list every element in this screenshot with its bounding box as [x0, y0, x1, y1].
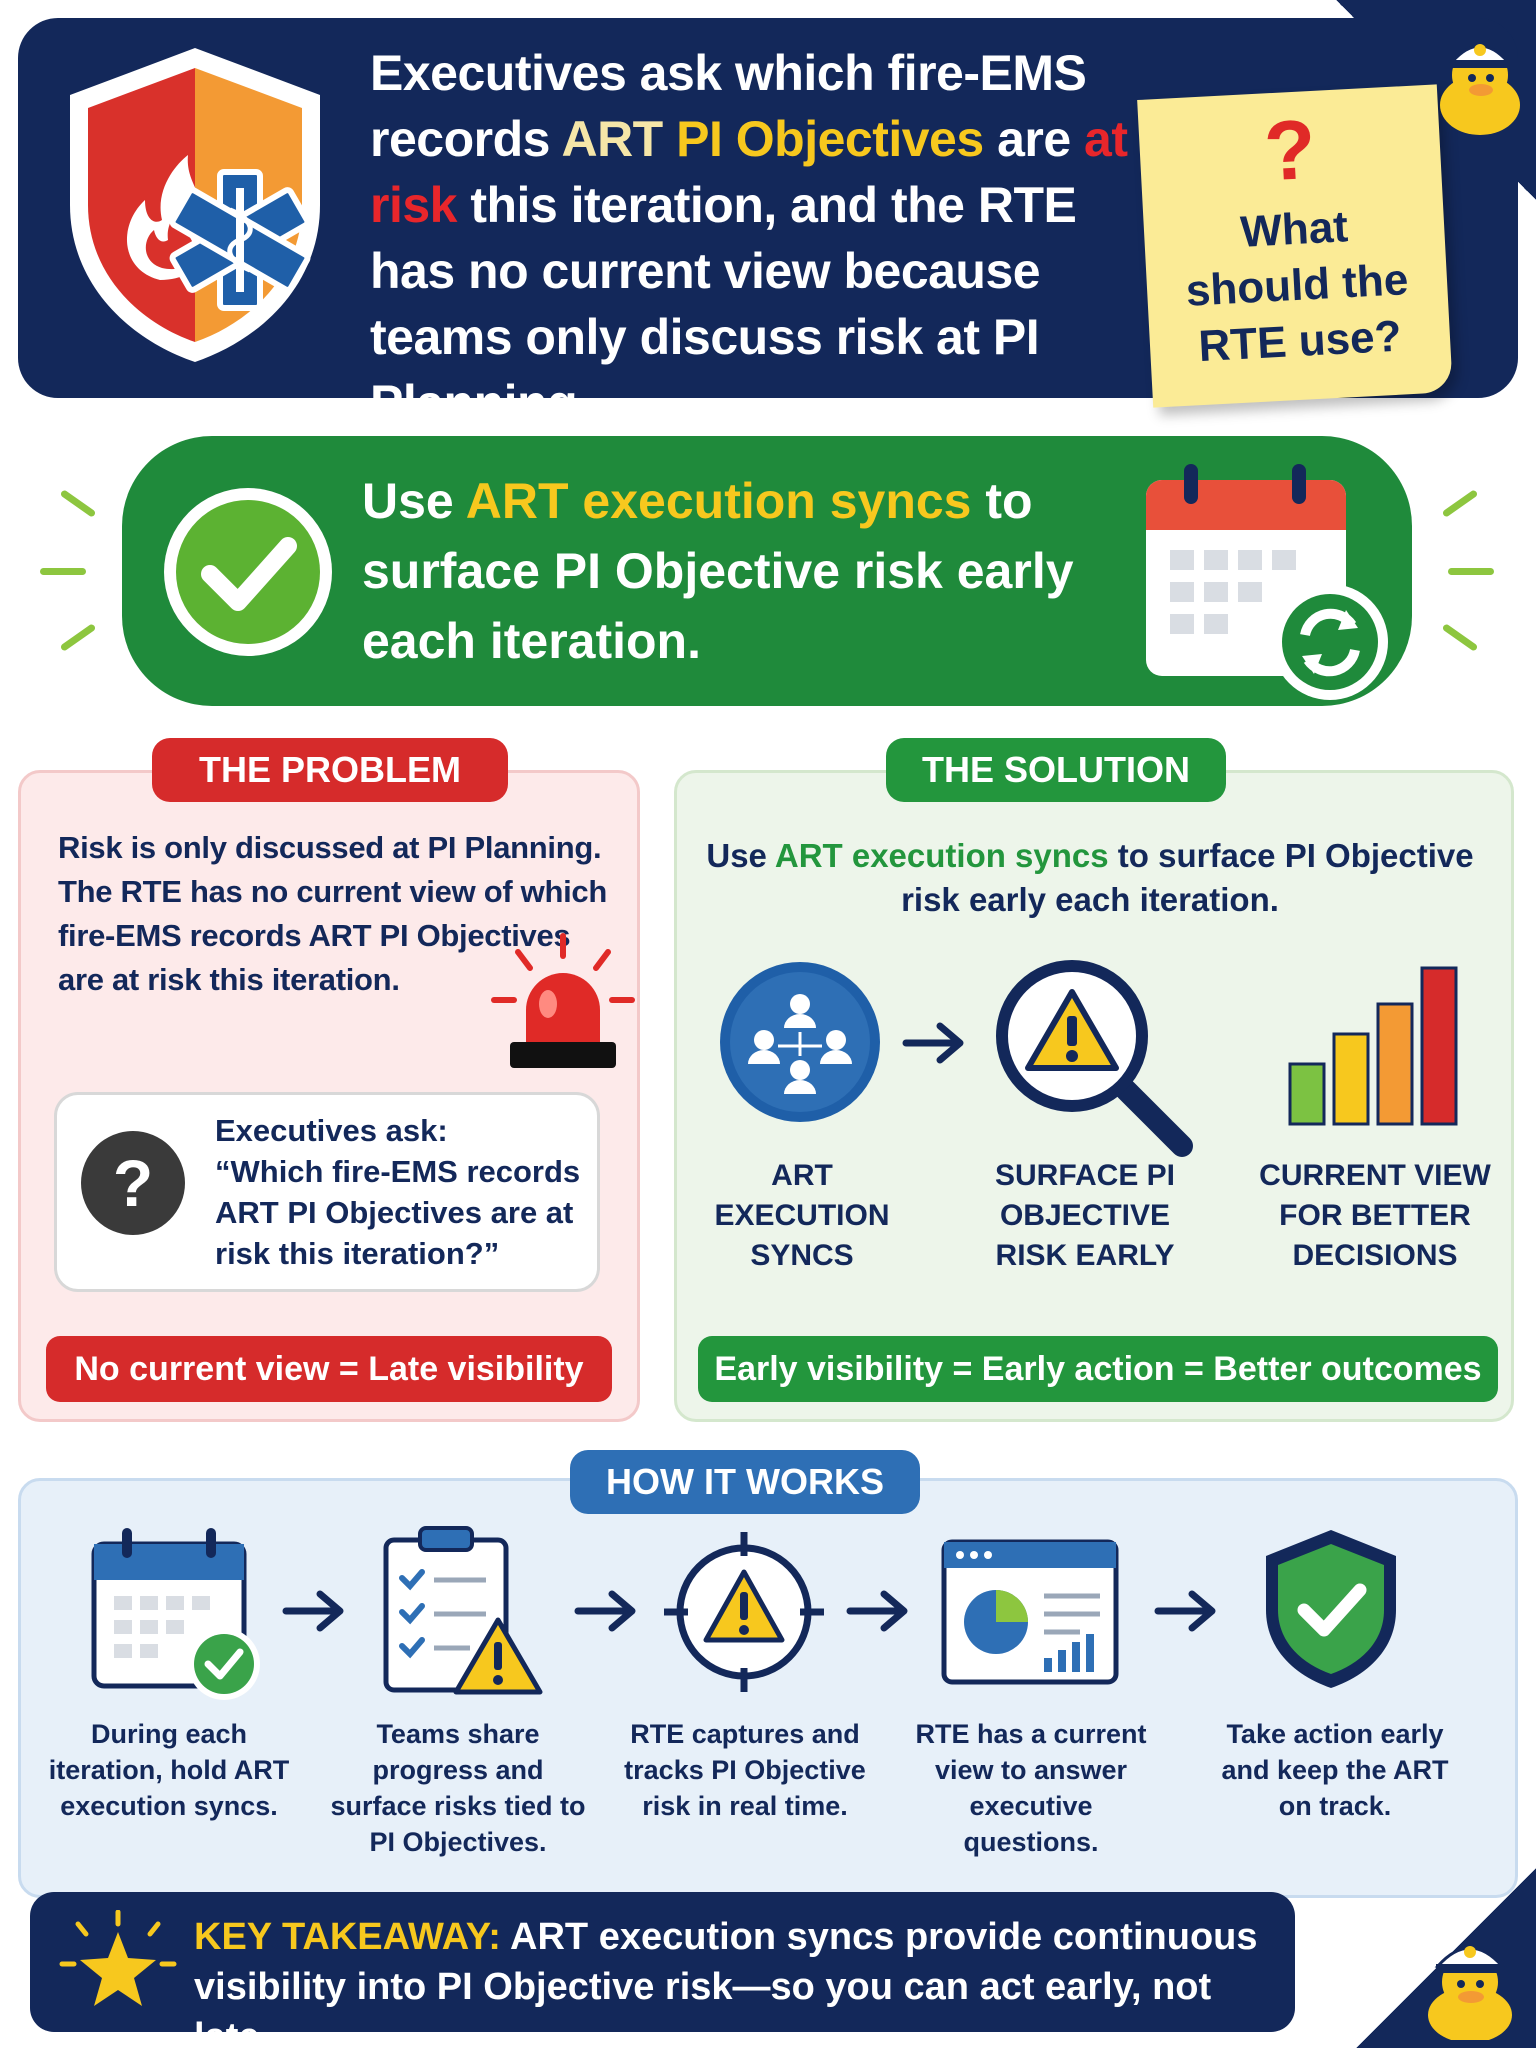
duck-captain-icon	[1420, 1920, 1520, 2040]
solution-pill: THE SOLUTION	[886, 738, 1226, 802]
executive-quote: Executives ask: “Which fire-EMS records …	[215, 1110, 595, 1274]
magnifier-warning-icon	[996, 960, 1196, 1160]
target-warning-icon	[664, 1532, 824, 1692]
step-label: RTE captures and tracks PI Objective ris…	[624, 1719, 866, 1821]
problem-summary-bar: No current view = Late visibility	[46, 1336, 612, 1402]
header-highlight-art: ART	[561, 111, 677, 167]
sticky-note-text: What should the RTE use?	[1184, 202, 1410, 372]
step-label: Take action early and keep the ART on tr…	[1221, 1719, 1449, 1821]
step-label: During each iteration, hold ART executio…	[48, 1719, 290, 1821]
header-text-part: this iteration, and the RTE has no curre…	[370, 177, 1077, 431]
arrow-right-icon	[280, 1588, 350, 1634]
shield-check-icon	[1256, 1524, 1406, 1694]
arrow-right-icon	[844, 1588, 914, 1634]
team-sync-icon	[718, 960, 882, 1124]
spark-line	[1448, 568, 1494, 575]
key-takeaway-banner	[30, 1892, 1295, 2032]
banner-highlight: ART execution syncs	[465, 473, 972, 529]
banner-text: Use ART execution syncs to surface PI Ob…	[362, 466, 1142, 676]
spark-line	[40, 568, 86, 575]
checkmark-icon	[160, 484, 336, 660]
solution-item-label: ART EXECUTION SYNCS	[714, 1159, 890, 1272]
key-takeaway-text: KEY TAKEAWAY: ART execution syncs provid…	[194, 1912, 1284, 2048]
solution-summary-bar: Early visibility = Early action = Better…	[698, 1336, 1498, 1402]
header-highlight-at-risk: at risk	[370, 111, 1128, 233]
header-text-part: Executives ask which fire-EMS records	[370, 45, 1087, 167]
alarm-siren-icon	[488, 930, 638, 1080]
banner-text-part: Use	[362, 473, 466, 529]
clipboard-warning-icon	[380, 1520, 550, 1700]
takeaway-body: ART execution syncs provide continuous v…	[194, 1916, 1258, 2048]
spark-line	[1441, 489, 1479, 518]
solution-item-label: CURRENT VIEW FOR BETTER DECISIONS	[1259, 1159, 1491, 1272]
step-label: Teams share progress and surface risks t…	[330, 1719, 586, 1857]
how-it-works-pill: HOW IT WORKS	[570, 1450, 920, 1514]
star-icon	[58, 1910, 178, 2020]
fire-ems-shield-icon	[50, 40, 340, 370]
header-question: Executives ask which fire-EMS records AR…	[370, 40, 1150, 436]
spark-line	[59, 489, 97, 518]
solution-item-label: SURFACE PI OBJECTIVE RISK EARLY	[994, 1159, 1176, 1272]
header-highlight-objectives: PI Objectives	[676, 111, 984, 167]
header-text-part: are	[983, 111, 1085, 167]
takeaway-label: KEY TAKEAWAY:	[194, 1916, 501, 1958]
solution-highlight: ART execution syncs	[774, 837, 1109, 874]
quote-question: “Which fire-EMS records ART PI Objective…	[215, 1154, 581, 1271]
svg-text:?: ?	[113, 1146, 153, 1220]
dashboard-chart-icon	[940, 1538, 1120, 1688]
banner-text-part: to surface PI Objective risk early each …	[362, 473, 1074, 669]
spark-line	[1441, 623, 1479, 652]
solution-text-part: to surface PI Objective risk early each …	[901, 837, 1474, 918]
calendar-check-icon	[88, 1524, 268, 1704]
arrow-right-icon	[572, 1588, 642, 1634]
step-label: RTE has a current view to answer executi…	[915, 1719, 1147, 1857]
spark-line	[59, 623, 97, 652]
solution-text-part: Use	[706, 837, 775, 874]
problem-description: Risk is only discussed at PI Planning. T…	[58, 830, 608, 997]
sticky-note: ? What should the RTE use?	[1137, 84, 1453, 408]
arrow-right-icon	[1152, 1588, 1222, 1634]
how-it-works-panel	[18, 1478, 1518, 1898]
question-mark-icon: ?	[1261, 101, 1319, 199]
problem-pill: THE PROBLEM	[152, 738, 508, 802]
question-circle-icon: ?	[80, 1130, 186, 1236]
arrow-right-icon	[900, 1020, 970, 1066]
calendar-sync-icon	[1140, 460, 1390, 710]
duck-captain-icon	[1430, 20, 1530, 140]
bar-chart-icon	[1280, 960, 1470, 1130]
quote-intro: Executives ask:	[215, 1113, 448, 1148]
solution-description: Use ART execution syncs to surface PI Ob…	[700, 834, 1480, 922]
